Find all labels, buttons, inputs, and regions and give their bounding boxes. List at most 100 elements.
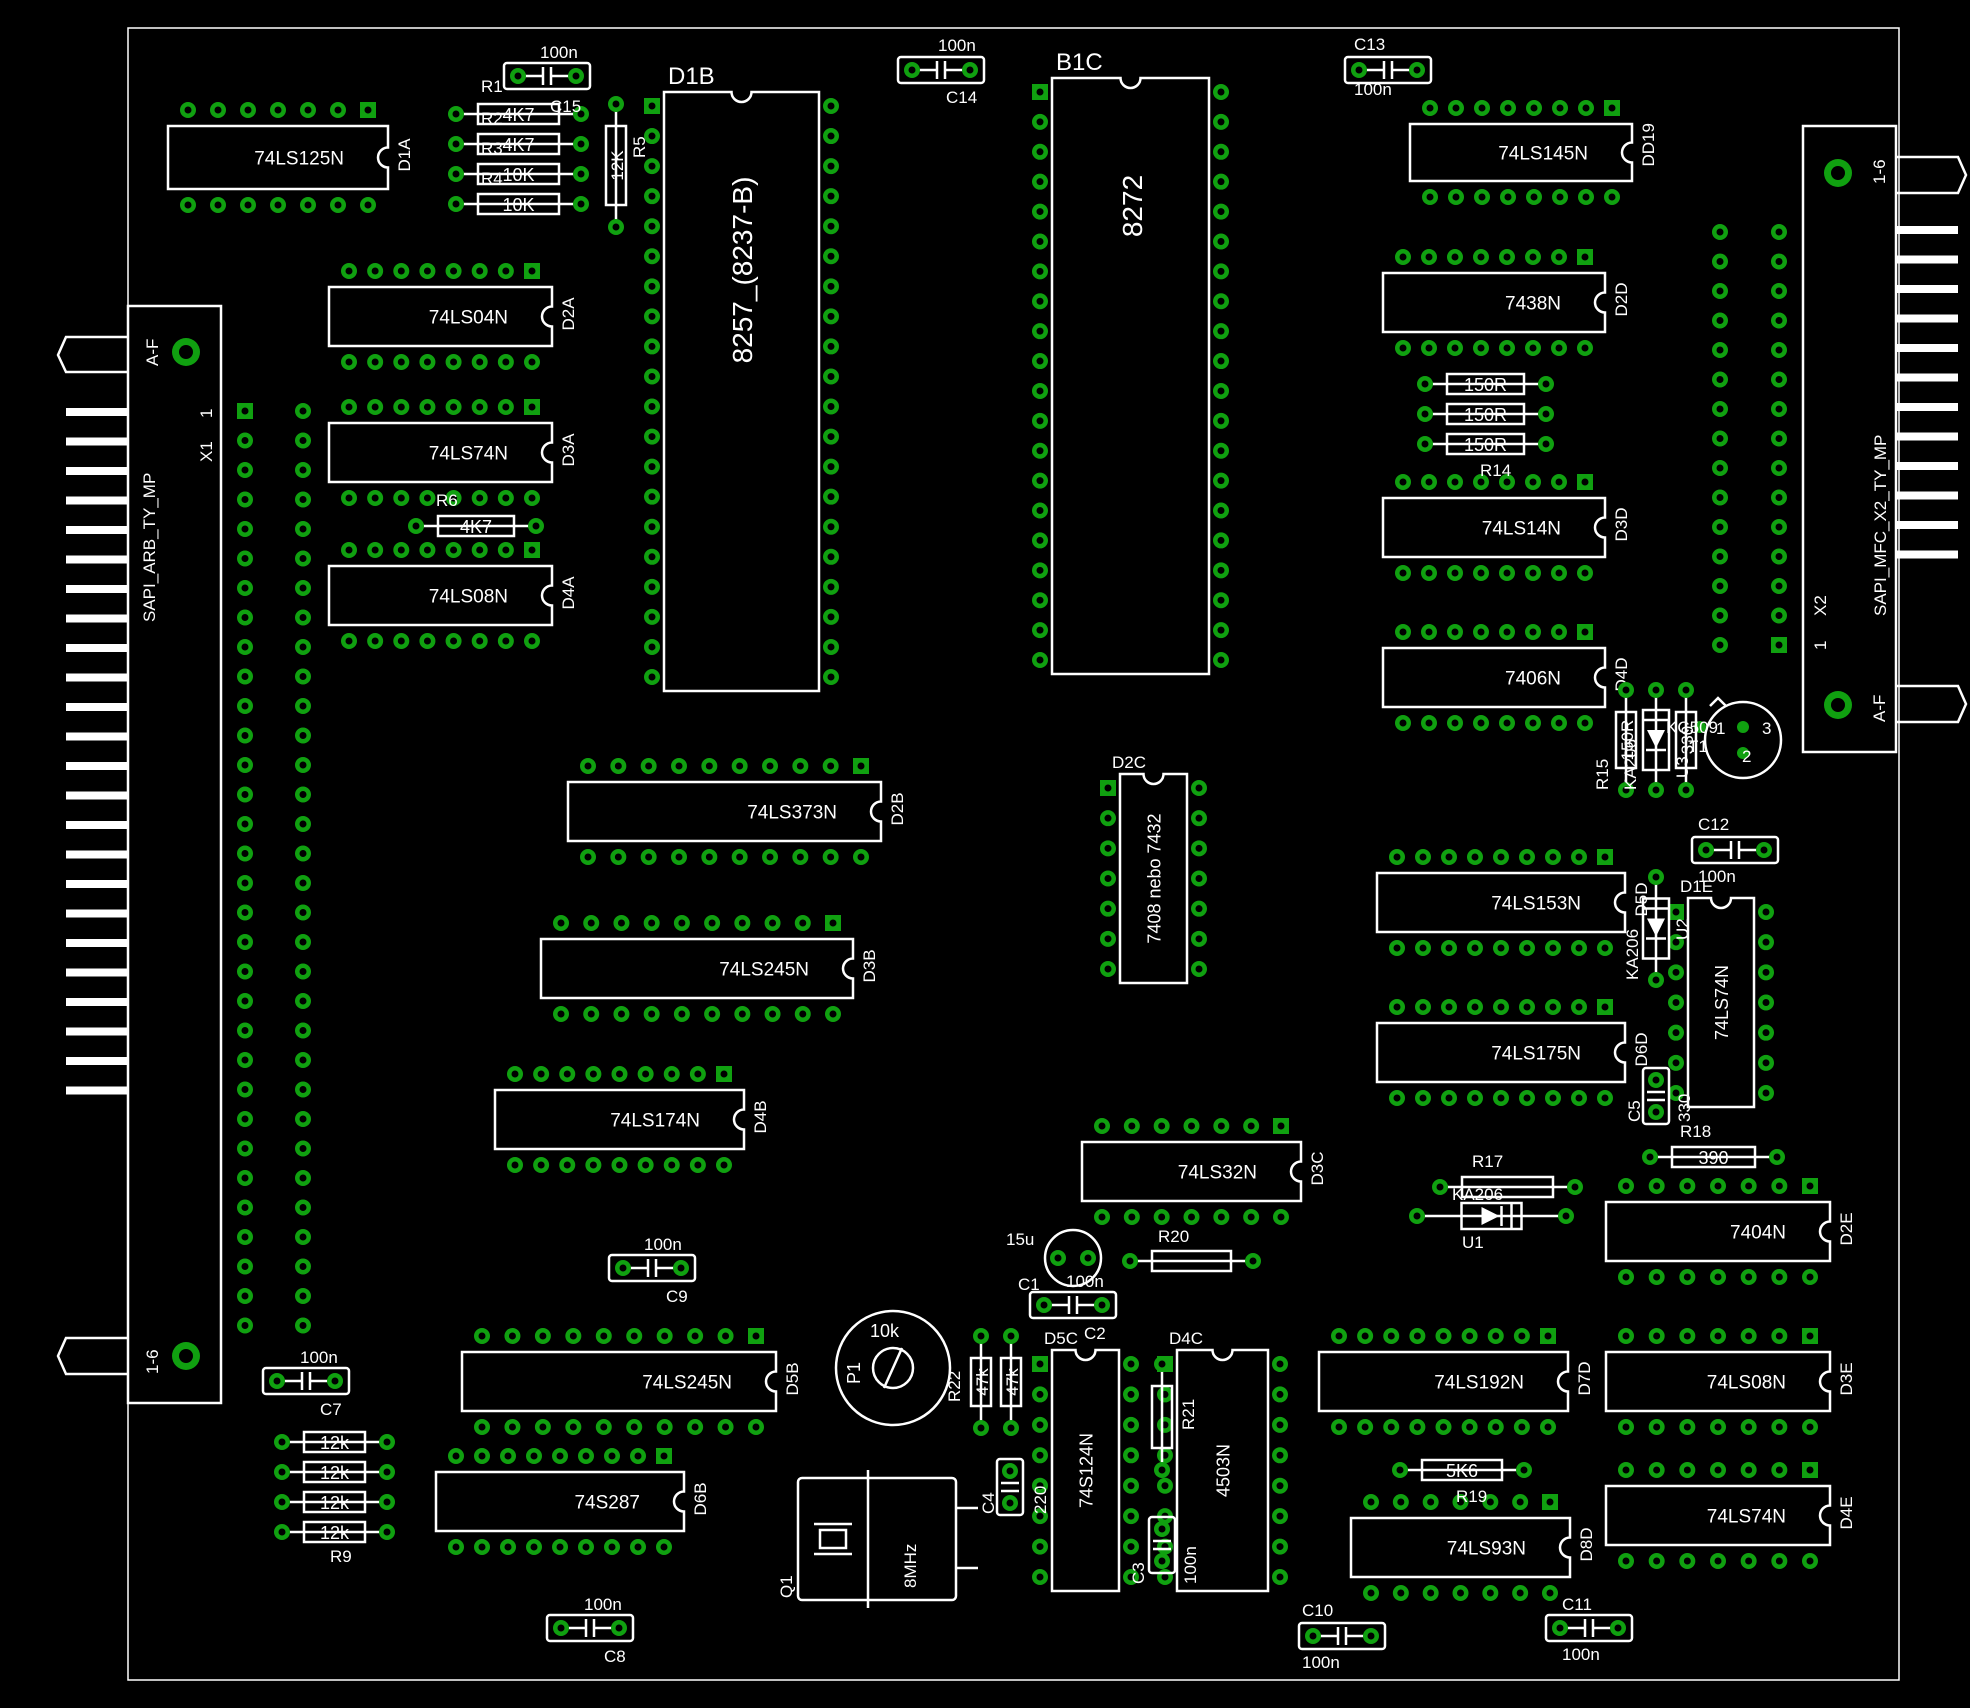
ic-value: 74LS192N <box>1434 1373 1524 1394</box>
resistor-ref: R14 <box>1480 461 1511 480</box>
transistor-t1: 1 2 3 KC509 T1 <box>1666 696 1783 780</box>
resistor-value: 10K <box>502 195 534 215</box>
ic-ref: D8D <box>1577 1527 1596 1561</box>
resistor-value: 4K7 <box>502 105 534 125</box>
q1-ref: Q1 <box>777 1575 796 1598</box>
ic-value: 74LS08N <box>1707 1373 1786 1394</box>
ic-value: 74LS245N <box>642 1373 732 1394</box>
diode-ref: U1 <box>1462 1233 1484 1252</box>
ic-value: 74LS245N <box>719 960 809 981</box>
resistor-ref: R18 <box>1680 1122 1711 1141</box>
resistor-r16: 330 <box>1674 682 1698 798</box>
resistor-value: 47k <box>1003 1368 1022 1396</box>
left-connector-name: SAPI_ARB_TY_MP <box>140 473 159 622</box>
ic-value: 74LS14N <box>1482 519 1561 540</box>
resistor-value: 12k <box>320 1523 350 1543</box>
t1-pin-3: 3 <box>1762 719 1771 738</box>
capacitor-ref: C7 <box>320 1400 342 1419</box>
ic-ref: D3D <box>1612 507 1631 541</box>
right-connector-bottom-label: A-F <box>1870 695 1889 722</box>
left-connector: A-F 1-6 SAPI_ARB_TY_MP <box>56 304 223 1405</box>
resistor-r12: 150R <box>1417 372 1554 396</box>
ic-value: 74LS174N <box>610 1111 700 1132</box>
left-connector-bottom-label: 1-6 <box>143 1349 162 1374</box>
right-connector-top-label: 1-6 <box>1870 159 1889 184</box>
ic-ref: B1C <box>1056 49 1103 76</box>
resistor-r17: R17 <box>1432 1152 1583 1199</box>
capacitor-value: 100n <box>1066 1272 1104 1291</box>
resistor-value: 5K6 <box>1446 1461 1478 1481</box>
diode-value: KA206 <box>1621 739 1640 790</box>
ic-value: 74LS93N <box>1447 1539 1526 1560</box>
ic-d3c: 74LS32N D3C <box>1080 1118 1327 1225</box>
ic-value: 74LS74N <box>1707 1507 1786 1528</box>
resistor-r7: 12k <box>274 1520 395 1544</box>
ic-value: 8257_(8237-B) <box>727 177 758 364</box>
ic-ref: D6B <box>691 1482 710 1515</box>
capacitor-value: 100n <box>1302 1653 1340 1672</box>
diode-ref: U2 <box>1673 918 1692 940</box>
capacitor-ref: C14 <box>946 88 977 107</box>
ic-value: 7404N <box>1730 1223 1786 1244</box>
ic-d3a: 74LS74N D3A <box>327 399 578 506</box>
ic-ref: D2C <box>1112 753 1146 772</box>
ic-ref: D4B <box>751 1100 770 1133</box>
capacitor-ref: C3 <box>1129 1562 1148 1584</box>
resistor-ref: R21 <box>1179 1399 1198 1430</box>
ic-value: 74LS153N <box>1491 894 1581 915</box>
ic-value: 74LS32N <box>1178 1163 1257 1184</box>
resistor-value: 4K7 <box>502 135 534 155</box>
ic-ref: D3A <box>559 433 578 467</box>
ic-ref: D3C <box>1308 1151 1327 1185</box>
resistor-value: 150R <box>1464 375 1507 395</box>
resistor-value: 12k <box>320 1433 350 1453</box>
ic-ref: D1A <box>395 138 414 172</box>
capacitor-ref: C1 <box>1018 1275 1040 1294</box>
ic-d1b: 8257_(8237-B) D1B <box>644 63 839 693</box>
q1-value: 8MHz <box>901 1544 920 1588</box>
ic-ref: D2B <box>888 792 907 825</box>
resistor-r21: R21 <box>1150 1356 1198 1478</box>
ic-ref: D1B <box>668 63 715 90</box>
ic-value: 8272 <box>1117 175 1148 237</box>
right-connector: 1-6 A-F SAPI_MFC_X2_TY_MP <box>1801 124 1968 754</box>
capacitor-ref: C4 <box>979 1492 998 1514</box>
left-connector-top-label: A-F <box>143 339 162 366</box>
x2-label: X2 <box>1811 595 1830 616</box>
ic-value: 74LS04N <box>429 308 508 329</box>
ic-value: 74S287 <box>574 1493 640 1514</box>
capacitor-value: 100n <box>584 1595 622 1614</box>
resistor-ref: R1 <box>481 77 503 96</box>
resistor-ref: R5 <box>630 136 649 158</box>
ic-value: 74S124N <box>1077 1433 1097 1508</box>
ic-ref: D4A <box>559 576 578 610</box>
resistor-ref: R3 <box>481 139 503 158</box>
potentiometer-p1: 10k P1 <box>834 1309 952 1427</box>
resistor-ref: R17 <box>1472 1152 1503 1171</box>
ic-value: 74LS74N <box>429 444 508 465</box>
ic-d3d: 74LS14N D3D <box>1381 474 1631 581</box>
